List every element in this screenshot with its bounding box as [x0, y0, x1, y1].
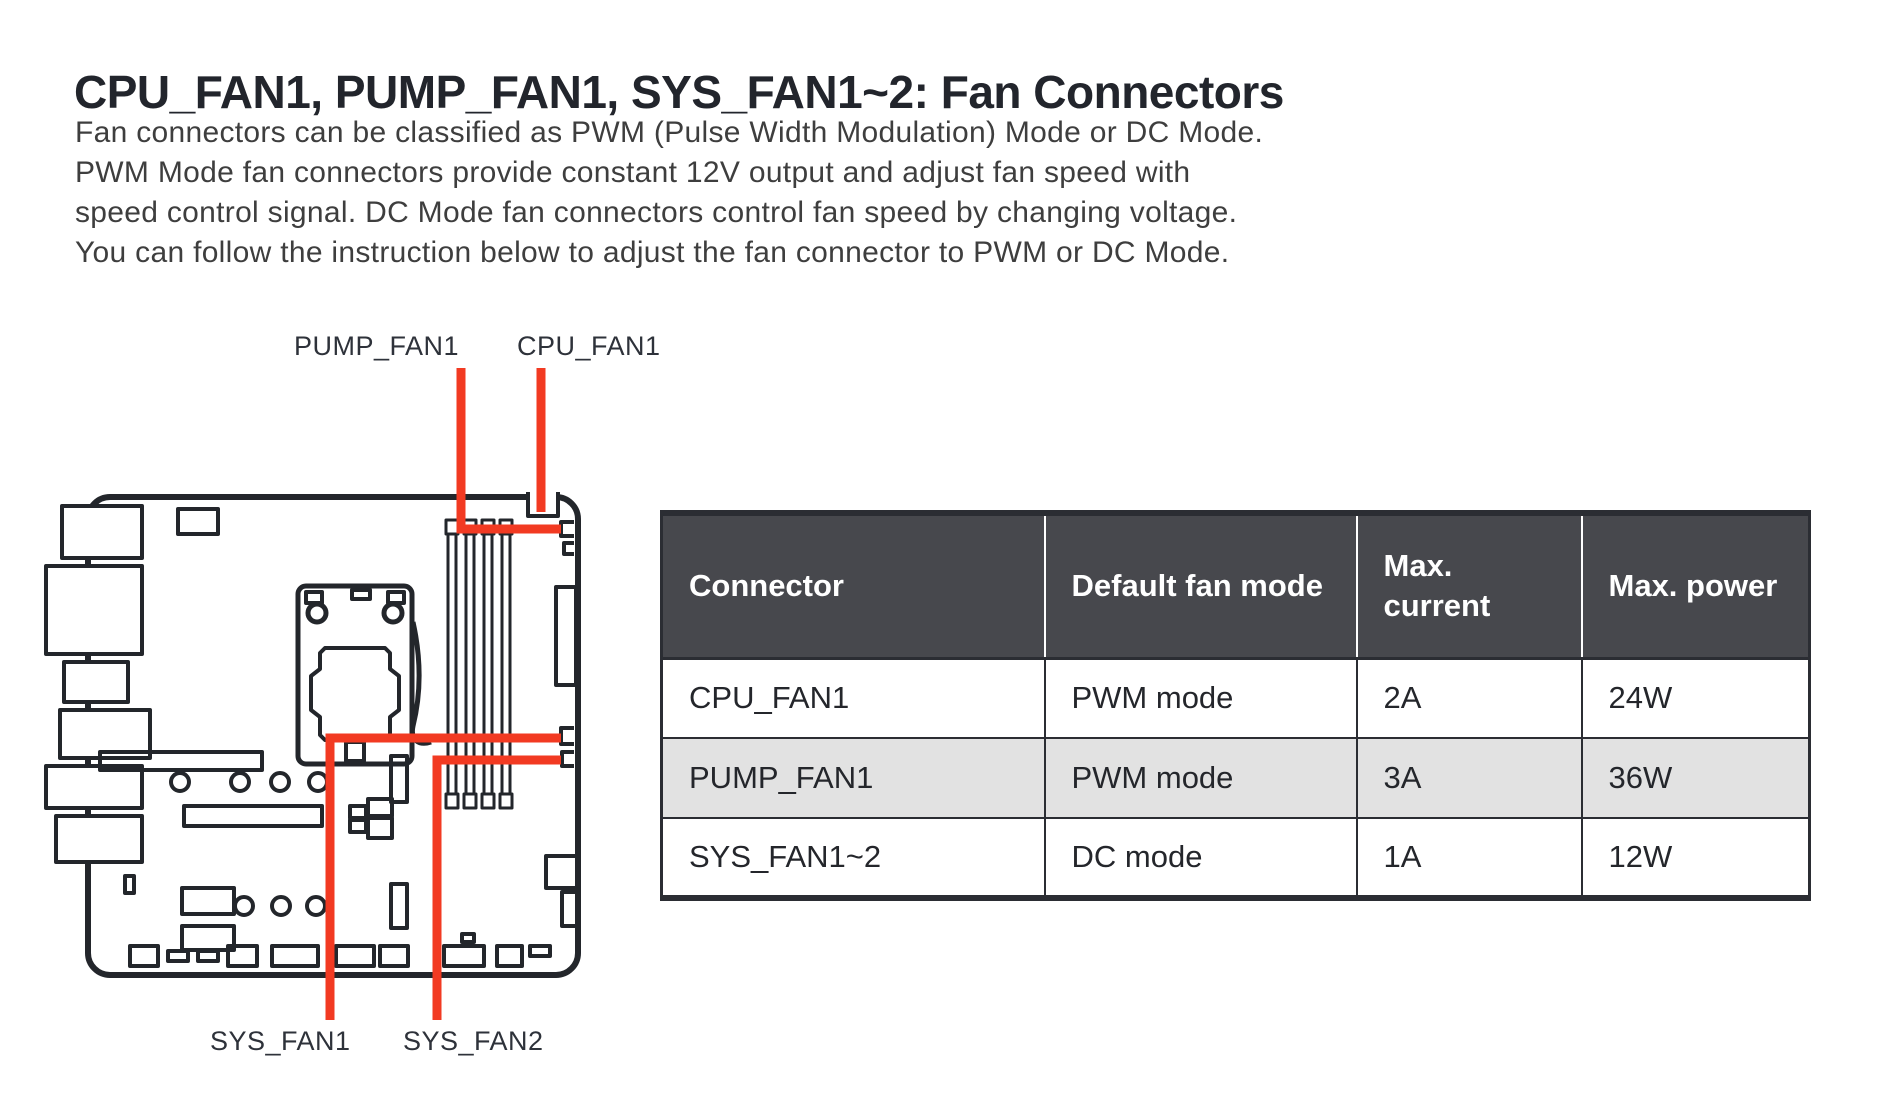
header-max-power: Max. power — [1580, 512, 1811, 660]
header-connector: Connector — [660, 512, 1046, 660]
label-cpu-fan1: CPU_FAN1 — [517, 331, 661, 361]
cell-power: 12W — [1580, 817, 1811, 899]
table-row: PUMP_FAN1 PWM mode 3A 36W — [660, 737, 1811, 819]
intro-line: Fan connectors can be classified as PWM … — [75, 116, 1264, 149]
label-sys-fan2: SYS_FAN2 — [403, 1026, 544, 1056]
sys-fan2-header — [560, 750, 574, 768]
cell-connector: PUMP_FAN1 — [660, 737, 1046, 819]
pump-fan1-header — [559, 520, 574, 538]
header-default-fan-mode: Default fan mode — [1043, 512, 1358, 660]
intro-line: PWM Mode fan connectors provide constant… — [75, 156, 1191, 189]
label-sys-fan1: SYS_FAN1 — [210, 1026, 351, 1056]
table-row: SYS_FAN1~2 DC mode 1A 12W — [660, 817, 1811, 899]
intro-line: You can follow the instruction below to … — [75, 236, 1230, 269]
cell-current: 2A — [1355, 657, 1583, 739]
sys-fan2-callout-line — [432, 755, 561, 1020]
cell-power: 24W — [1580, 657, 1811, 739]
cell-fan-mode: PWM mode — [1043, 737, 1358, 819]
cell-connector: SYS_FAN1~2 — [660, 817, 1046, 899]
dimm-slots — [444, 518, 514, 810]
intro-paragraph: Fan connectors can be classified as PWM … — [75, 113, 1263, 273]
sys-fan1-callout-line — [325, 733, 561, 1020]
header-max-current: Max. current — [1355, 512, 1583, 660]
table-row: CPU_FAN1 PWM mode 2A 24W — [660, 657, 1811, 739]
cell-current: 3A — [1355, 737, 1583, 819]
page-title: CPU_FAN1, PUMP_FAN1, SYS_FAN1~2: Fan Con… — [74, 65, 1284, 118]
cell-connector: CPU_FAN1 — [660, 657, 1046, 739]
fan-connector-table: Connector Default fan mode Max. current … — [660, 510, 1811, 901]
cell-power: 36W — [1580, 737, 1811, 819]
cell-fan-mode: DC mode — [1043, 817, 1358, 899]
label-pump-fan1: PUMP_FAN1 — [294, 331, 460, 361]
callout-lines — [325, 368, 561, 1020]
intro-line: speed control signal. DC Mode fan connec… — [75, 196, 1238, 229]
cell-current: 1A — [1355, 817, 1583, 899]
sys-fan1-header — [559, 726, 574, 746]
motherboard-diagram — [44, 368, 581, 1020]
table-header-row: Connector Default fan mode Max. current … — [660, 512, 1811, 660]
cell-fan-mode: PWM mode — [1043, 657, 1358, 739]
cpu-fan1-header — [526, 492, 560, 518]
pump-fan1-callout-line — [456, 368, 561, 534]
